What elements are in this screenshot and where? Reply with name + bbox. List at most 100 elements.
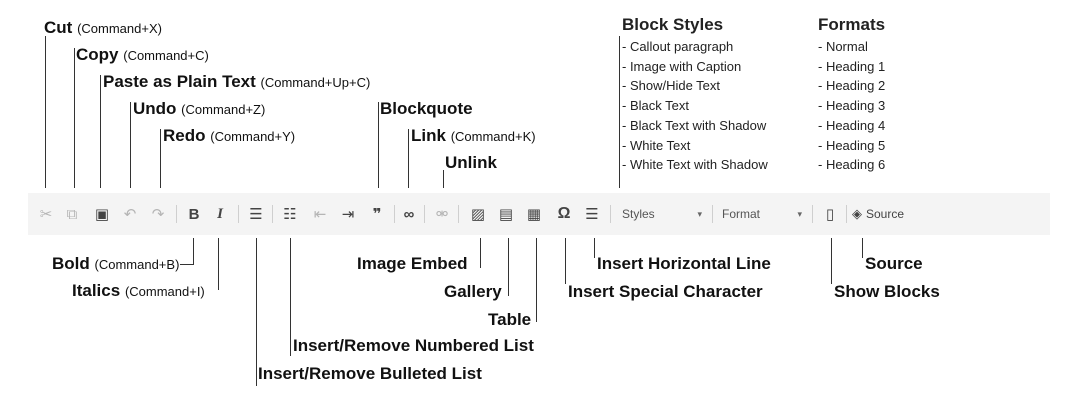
numbered-list-icon: ☷ (283, 206, 297, 223)
styles-dropdown[interactable]: Styles ▾ (616, 193, 708, 235)
blockquote-button[interactable]: ❞ (364, 193, 390, 235)
format-item: - Normal (818, 39, 868, 54)
numbered-list-button[interactable]: ☷ (278, 193, 302, 235)
special-char-label: Insert Special Character (568, 282, 763, 301)
styles-dropdown-label: Styles (622, 207, 655, 221)
quote-icon: ❞ (372, 206, 382, 223)
copy-button[interactable]: ⧉ (60, 193, 84, 235)
omega-icon: Ω (557, 205, 571, 222)
copy-label: Copy (Command+C) (76, 45, 209, 64)
block-style-item: - Callout paragraph (622, 39, 734, 54)
format-dropdown[interactable]: Format ▾ (716, 193, 808, 235)
outdent-icon: ⇤ (313, 206, 327, 223)
bulleted-list-button[interactable]: ☰ (244, 193, 268, 235)
bold-leader (193, 238, 194, 264)
gallery-leader (508, 238, 509, 296)
block-styles-title: Block Styles (622, 15, 724, 34)
horizontal-line-icon: ☰ (585, 206, 599, 223)
source-button-label: Source (866, 207, 905, 221)
link-leader (408, 129, 409, 188)
undo-label: Undo (Command+Z) (133, 99, 266, 118)
format-item: - Heading 6 (818, 157, 886, 173)
redo-label: Redo (Command+Y) (163, 126, 296, 145)
table-button[interactable]: ▦ (522, 193, 546, 235)
bold-leader-foot (180, 264, 194, 265)
formats-title: Formats (818, 15, 886, 34)
numbered-leader (290, 238, 291, 356)
show-blocks-button[interactable]: ▯ (818, 193, 842, 235)
formats-list: Formats - Normal - Heading 1 - Heading 2… (818, 14, 885, 175)
format-item: - Heading 5 (818, 137, 886, 153)
unlink-button[interactable]: ⚮ (430, 193, 454, 235)
italics-leader (218, 238, 219, 290)
table-leader (536, 238, 537, 322)
copy-icon: ⧉ (66, 205, 78, 223)
italic-button[interactable]: I (208, 193, 232, 235)
chevron-down-icon: ▾ (797, 208, 802, 219)
block-style-item: - White Text (622, 137, 691, 153)
toolbar-separator (458, 205, 459, 223)
special-char-leader (565, 238, 566, 284)
bold-icon: B (188, 205, 200, 223)
link-icon: ∞ (403, 205, 415, 223)
horizontal-line-button[interactable]: ☰ (580, 193, 604, 235)
bold-button[interactable]: B (182, 193, 206, 235)
source-label: Source (865, 254, 923, 273)
redo-button[interactable]: ↷ (146, 193, 170, 235)
link-button[interactable]: ∞ (397, 193, 421, 235)
redo-icon: ↷ (151, 206, 165, 223)
undo-button[interactable]: ↶ (118, 193, 142, 235)
paste-plain-label: Paste as Plain Text (Command+Up+C) (103, 72, 371, 91)
clipboard-icon: ▣ (94, 206, 110, 223)
special-char-button[interactable]: Ω (552, 193, 576, 235)
indent-button[interactable]: ⇥ (336, 193, 360, 235)
blockquote-leader (378, 102, 379, 188)
outdent-button[interactable]: ⇤ (308, 193, 332, 235)
paste-plain-button[interactable]: ▣ (90, 193, 114, 235)
block-style-item: - White Text with Shadow (622, 157, 768, 173)
cut-button[interactable]: ✂ (34, 193, 58, 235)
format-dropdown-label: Format (722, 207, 761, 221)
italics-label: Italics (Command+I) (72, 281, 205, 300)
unlink-label: Unlink (445, 153, 497, 172)
numbered-list-label: Insert/Remove Numbered List (293, 336, 534, 355)
editor-toolbar: ✂ ⧉ ▣ ↶ ↷ B I ☰ ☷ ⇤ ⇥ ❞ ∞ ⚮ ▨ ▤ ▦ Ω ☰ St… (28, 193, 1050, 235)
chevron-down-icon: ▾ (697, 208, 702, 219)
show-blocks-label: Show Blocks (834, 282, 940, 301)
toolbar-separator (812, 205, 813, 223)
gallery-button[interactable]: ▤ (494, 193, 518, 235)
styles-leader (619, 36, 620, 188)
source-button[interactable]: ◈ Source (852, 193, 918, 235)
bulleted-list-label: Insert/Remove Bulleted List (258, 364, 482, 383)
copy-leader (74, 48, 75, 188)
italic-icon: I (217, 205, 223, 222)
unlink-leader (443, 170, 444, 188)
bold-label: Bold (Command+B) (52, 254, 180, 273)
blockquote-label: Blockquote (380, 99, 473, 118)
toolbar-separator (272, 205, 273, 223)
cut-label: Cut (Command+X) (44, 18, 162, 37)
table-label: Table (488, 310, 532, 329)
block-style-item: - Show/Hide Text (622, 78, 721, 94)
image-embed-leader (480, 238, 481, 268)
unlink-icon: ⚮ (435, 206, 449, 223)
block-style-item: - Image with Caption (622, 58, 742, 74)
indent-icon: ⇥ (341, 206, 355, 223)
gallery-label: Gallery (444, 282, 502, 301)
source-icon: ◈ (852, 206, 862, 221)
image-embed-button[interactable]: ▨ (466, 193, 490, 235)
toolbar-separator (712, 205, 713, 223)
block-style-item: - Black Text (622, 98, 689, 114)
toolbar-separator (610, 205, 611, 223)
toolbar-separator (846, 205, 847, 223)
redo-leader (160, 129, 161, 188)
cut-leader (45, 36, 46, 188)
toolbar-separator (424, 205, 425, 223)
format-item: - Heading 4 (818, 117, 886, 133)
block-style-item: - Black Text with Shadow (622, 117, 767, 133)
table-icon: ▦ (526, 206, 542, 223)
undo-icon: ↶ (123, 206, 137, 223)
show-blocks-leader (831, 238, 832, 284)
horizontal-line-label: Insert Horizontal Line (597, 254, 771, 273)
toolbar-separator (394, 205, 395, 223)
